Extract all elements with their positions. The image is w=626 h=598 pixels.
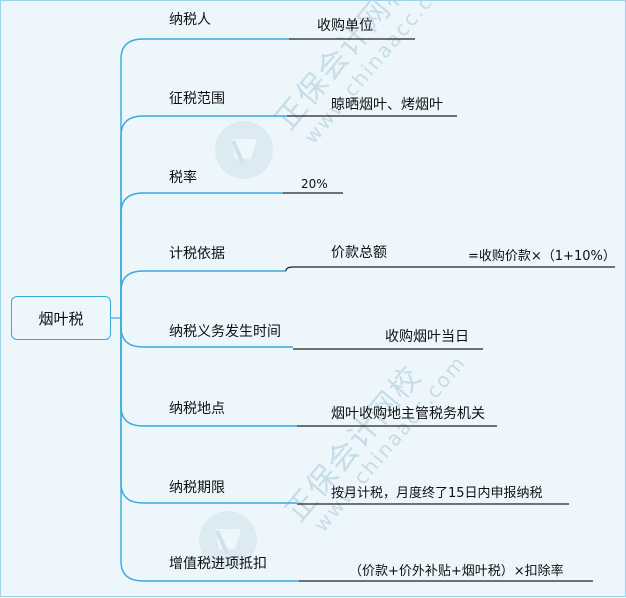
branch-label-vat-deduction: 增值税进项抵扣 (169, 556, 267, 572)
root-label: 烟叶税 (38, 309, 84, 328)
value-obligation-time: 收购烟叶当日 (385, 329, 469, 345)
branch-label-basis: 计税依据 (169, 246, 225, 262)
branch-label-taxpayer: 纳税人 (169, 12, 211, 28)
watermark-logo-icon (215, 121, 273, 179)
branch-connector (120, 270, 286, 318)
branch-label-period: 纳税期限 (169, 480, 225, 496)
branch-connector (120, 318, 299, 582)
value-basis: 价款总额 (331, 245, 387, 261)
branch-label-scope: 征税范围 (169, 91, 225, 107)
value-place: 烟叶收购地主管税务机关 (331, 406, 485, 422)
value-period: 按月计税，月度终了15日内申报纳税 (331, 486, 543, 501)
branch-connector (120, 38, 289, 318)
branch-label-obligation-time: 纳税义务发生时间 (169, 324, 281, 340)
branch-connector (120, 192, 283, 318)
branch-label-place: 纳税地点 (169, 401, 225, 417)
value-rate: 20% (301, 177, 328, 191)
value-scope: 晾晒烟叶、烤烟叶 (331, 97, 443, 113)
value-vat-deduction: （价款+价外补贴+烟叶税）×扣除率 (349, 564, 564, 579)
branch-label-rate: 税率 (169, 170, 197, 186)
value-underline (285, 266, 461, 272)
root-node[interactable]: 烟叶税 (11, 296, 111, 340)
value-basis-formula: =收购价款×（1+10%） (468, 249, 616, 264)
branch-connector (120, 115, 287, 318)
watermark-logo-icon (199, 511, 257, 569)
value-taxpayer: 收购单位 (317, 18, 373, 34)
